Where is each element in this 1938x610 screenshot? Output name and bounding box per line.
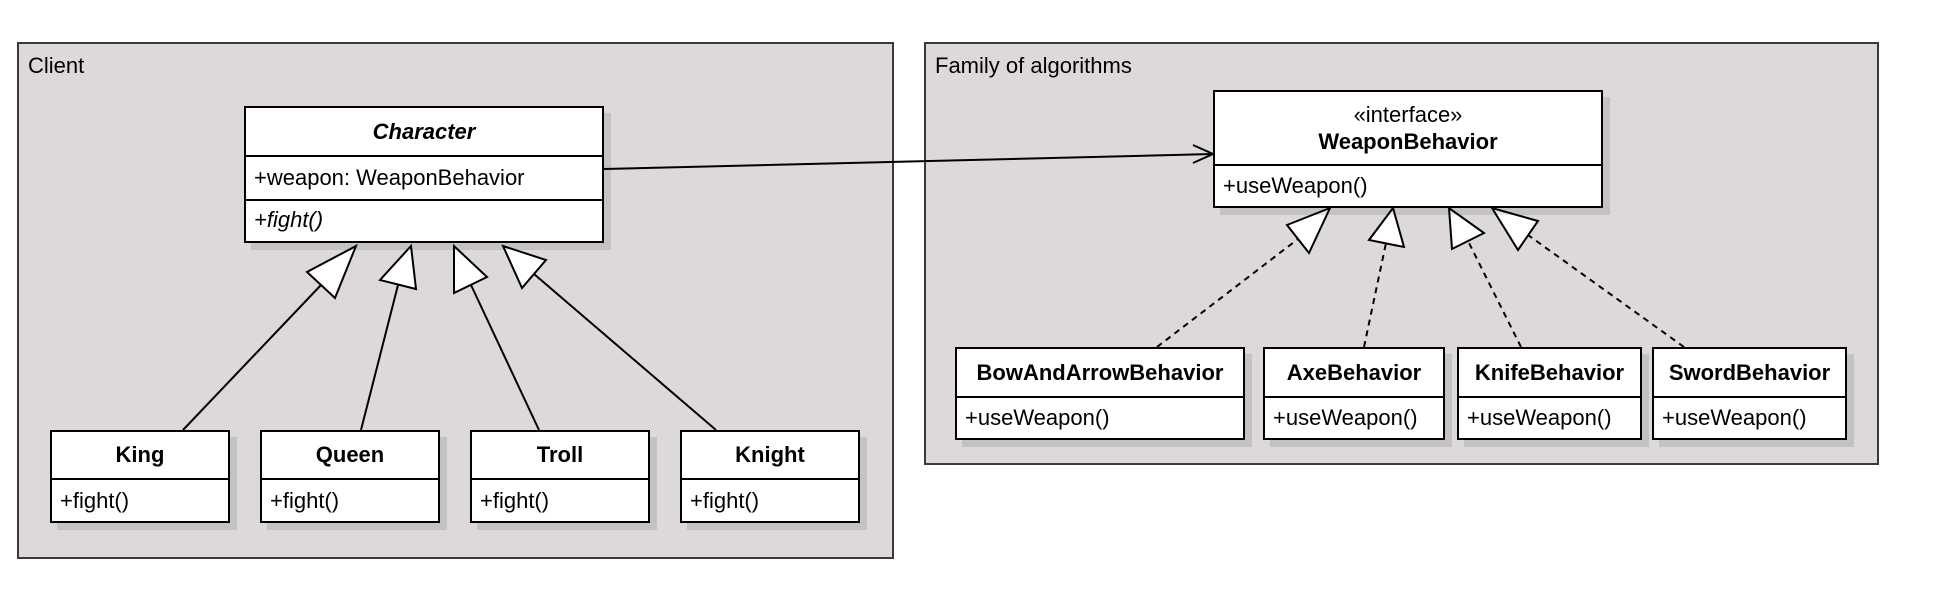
class-name: Troll [536,442,584,467]
association-edge [603,144,1216,170]
weapon-behavior-interface[interactable]: «interface» WeaponBehavior +useWeapon() [1213,90,1603,208]
operation-row: +useWeapon() [965,405,1110,430]
sword-realization-line [1527,234,1685,348]
king-generalization-line [182,284,322,431]
class-name: Queen [315,442,385,467]
class-name: KnifeBehavior [1474,359,1625,385]
troll-generalization-arrowhead [453,243,489,295]
client-package-title: Client [28,53,85,78]
bow-realization-arrowhead [1285,206,1332,255]
operation-row: +fight() [246,199,602,239]
character-class[interactable]: Character +weapon: WeaponBehavior +fight… [244,106,604,243]
generalization-edges [182,243,717,431]
operation-row: +useWeapon() [1273,405,1418,430]
sword-behavior-class[interactable]: SwordBehavior +useWeapon() [1652,347,1847,440]
operation-row: +useWeapon() [1223,173,1368,198]
knight-generalization-arrowhead [501,244,548,290]
operation-row: +useWeapon() [1662,405,1807,430]
troll-generalization-line [470,284,540,431]
axe-behavior-class[interactable]: AxeBehavior +useWeapon() [1263,347,1445,440]
sword-realization-arrowhead [1489,206,1540,252]
knife-realization-arrowhead [1447,205,1486,251]
troll-class[interactable]: Troll +fight() [470,430,650,523]
class-name: Character [372,118,476,144]
bow-realization-line [1156,238,1299,348]
knight-generalization-line [533,273,717,431]
knife-realization-line [1467,240,1522,348]
operation-row: +useWeapon() [1467,405,1612,430]
operation-row: +fight() [270,487,340,513]
queen-generalization-arrowhead [378,243,418,291]
queen-class[interactable]: Queen +fight() [260,430,440,523]
weapon-association-line [603,153,1214,170]
realization-edges [1156,205,1685,348]
queen-generalization-line [360,284,399,431]
axe-realization-arrowhead [1367,205,1406,249]
stereotype-label: «interface» [1353,102,1463,127]
knight-class[interactable]: Knight +fight() [680,430,860,523]
king-generalization-arrowhead [305,243,358,300]
king-class[interactable]: King +fight() [50,430,230,523]
class-name: Knight [735,442,805,467]
class-name: King [115,442,165,467]
operation-row: +fight() [480,487,550,513]
class-name: WeaponBehavior [1318,129,1498,154]
bow-and-arrow-behavior-class[interactable]: BowAndArrowBehavior +useWeapon() [955,347,1245,440]
operation-row: +fight() [60,487,130,513]
family-package-title: Family of algorithms [935,53,1132,78]
operation-row: +fight() [690,487,760,513]
class-name: BowAndArrowBehavior [976,359,1224,385]
class-name: AxeBehavior [1286,359,1422,385]
axe-realization-line [1363,242,1387,348]
knife-behavior-class[interactable]: KnifeBehavior +useWeapon() [1457,347,1642,440]
attribute-row: +weapon: WeaponBehavior [254,165,525,190]
class-name: SwordBehavior [1668,359,1831,385]
